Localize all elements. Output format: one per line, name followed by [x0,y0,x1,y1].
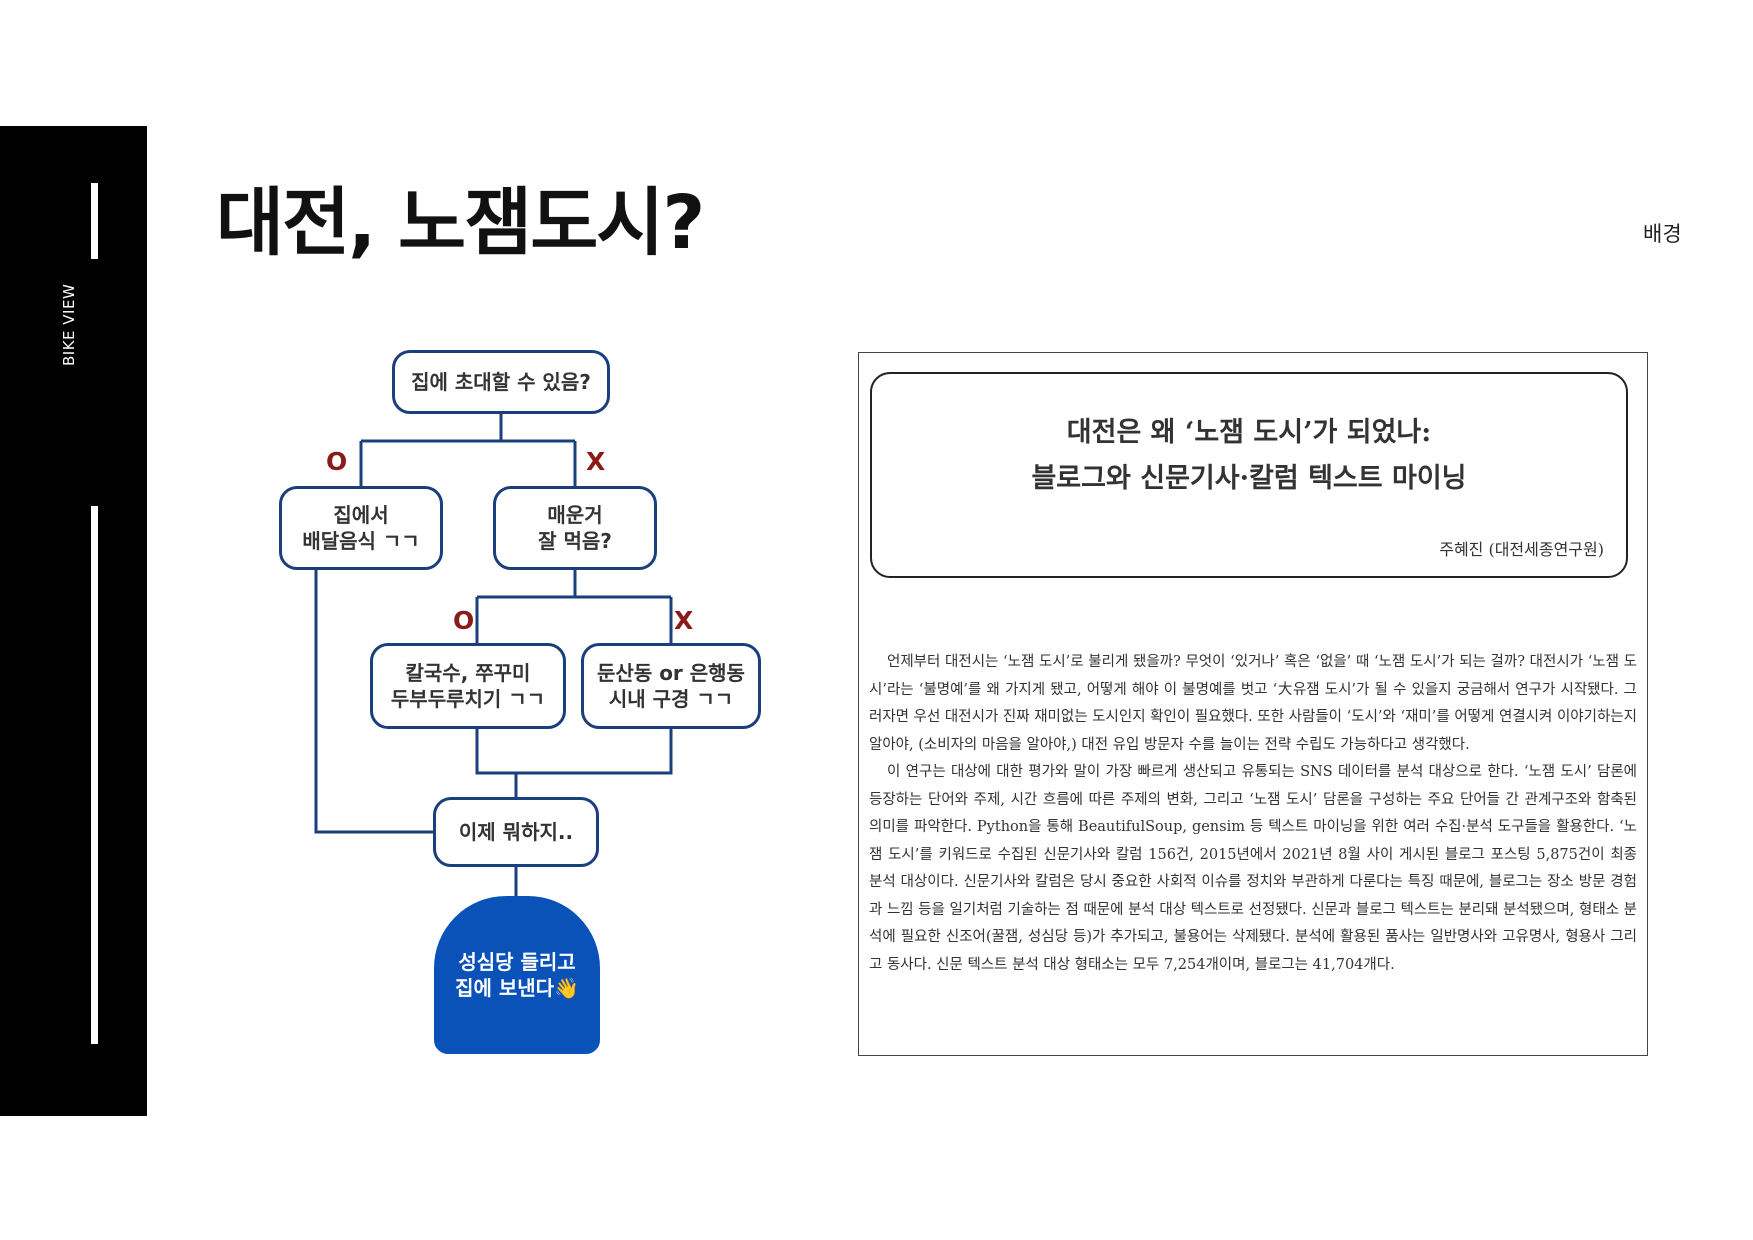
connector-delivery-merge [314,570,433,834]
node-what-now: 이제 뭐하지.. [433,797,599,867]
paper-header-box: 대전은 왜 ‘노잼 도시’가 되었나: 블로그와 신문기사·칼럼 텍스트 마이닝… [870,372,1628,578]
section-label: 배경 [1643,222,1682,246]
node-spicy-question: 매운거 잘 먹음? [493,486,657,570]
branch-yes-mark: O [326,447,348,476]
branch-no-mark: X [674,606,694,635]
paper-excerpt: 대전은 왜 ‘노잼 도시’가 되었나: 블로그와 신문기사·칼럼 텍스트 마이닝… [858,352,1648,1056]
sidebar-accent-bottom [91,506,98,1044]
brand-label: BIKE VIEW [60,283,78,366]
paper-title-line2: 블로그와 신문기사·칼럼 텍스트 마이닝 [1031,463,1467,494]
branch-yes-mark: O [453,606,475,635]
node-downtown: 둔산동 or 은행동 시내 구경 ㄱㄱ [581,643,761,729]
sidebar-accent-top [91,183,98,259]
paper-paragraph: 언제부터 대전시는 ‘노잼 도시’로 불리게 됐을까? 무엇이 ‘있거나’ 혹은… [869,654,1637,753]
paper-author: 주혜진 (대전세종연구원) [1439,540,1604,559]
paper-paragraph: 이 연구는 대상에 대한 평가와 말이 가장 빠르게 생산되고 유통되는 SNS… [869,764,1637,973]
paper-abstract: 언제부터 대전시는 ‘노잼 도시’로 불리게 됐을까? 무엇이 ‘있거나’ 혹은… [869,649,1637,979]
node-delivery: 집에서 배달음식 ㄱㄱ [279,486,443,570]
flowchart: O X O X 집에 초대할 수 있음? 집에서 배달음식 ㄱㄱ 매운거 잘 먹… [270,345,770,1065]
connector-food-merge [475,729,673,797]
connector-start-branch [359,414,577,486]
node-sungsimdang: 성심당 들리고 집에 보낸다👋 [434,896,600,1054]
flowchart-connectors [314,414,673,896]
node-kalguksu: 칼국수, 쭈꾸미 두부두루치기 ㄱㄱ [370,643,566,729]
paper-title-line1: 대전은 왜 ‘노잼 도시’가 되었나: [1066,417,1432,448]
node-invite-question: 집에 초대할 수 있음? [392,350,610,414]
branch-no-mark: X [586,447,606,476]
page-title: 대전, 노잼도시? [216,180,705,266]
connector-spicy-branch [475,570,673,643]
sidebar: BIKE VIEW [0,126,147,1116]
